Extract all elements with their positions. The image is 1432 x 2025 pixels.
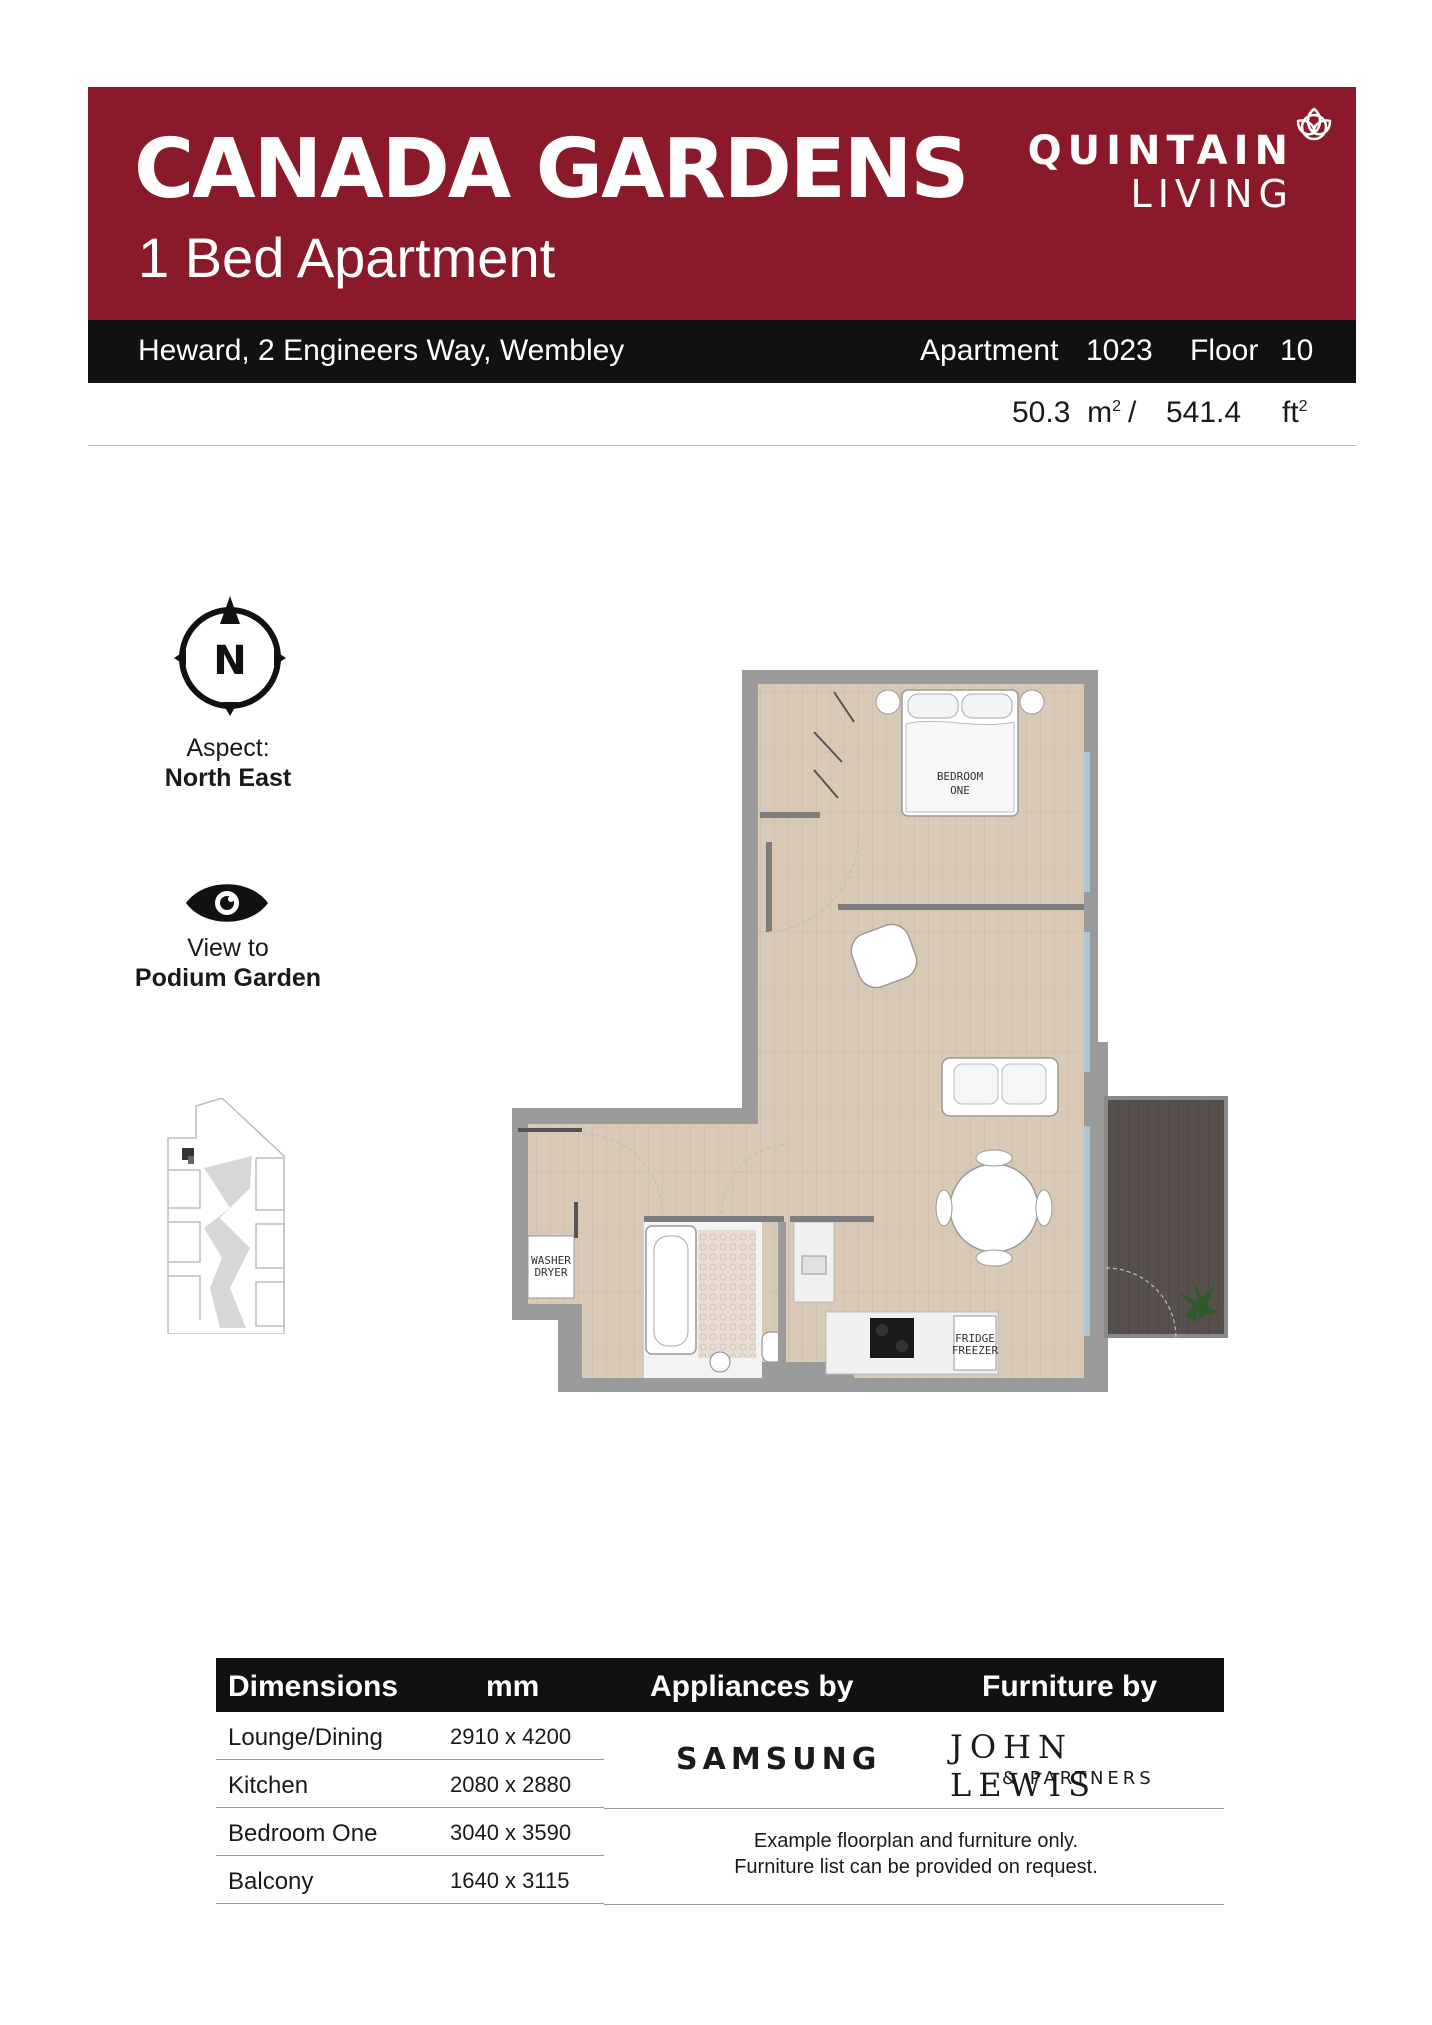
aspect-value: North East (164, 764, 292, 792)
john-lewis-logo: JOHN LEWIS (950, 1728, 1098, 1804)
header-divider (88, 445, 1356, 446)
area-sqft-unit: ft2 (1282, 396, 1308, 429)
header-mm: mm (486, 1670, 540, 1703)
site-key-plan (167, 1098, 285, 1334)
development-title: CANADA GARDENS (134, 122, 969, 217)
washer-label-line1: WASHER (531, 1254, 571, 1267)
location-bar: Heward, 2 Engineers Way, Wembley Apartme… (88, 320, 1356, 383)
apartment-number: 1023 (1086, 334, 1153, 367)
aspect-label: Aspect: (186, 734, 270, 762)
table-row: Kitchen 2080 x 2880 (216, 1760, 604, 1808)
floor-number: 10 (1280, 334, 1314, 367)
apartment-label: Apartment (920, 334, 1059, 367)
samsung-logo: SAMSUNG (676, 1742, 882, 1777)
view-value: Podium Garden (134, 964, 322, 992)
table-header: Dimensions mm Appliances by Furniture by (216, 1658, 1224, 1712)
compass-north-icon: N (174, 596, 286, 716)
brand-divider (604, 1808, 1224, 1809)
brand-name-bottom: LIVING (1130, 172, 1294, 216)
brand-name-top: QUINTAIN (1027, 128, 1294, 174)
area-sqm: 50.3 m2 (1012, 396, 1121, 429)
fridge-label-line1: FRIDGE (955, 1332, 995, 1345)
floor-label: Floor (1190, 334, 1259, 367)
disclaimer-line2: Furniture list can be provided on reques… (734, 1856, 1098, 1878)
fridge-label-line2: FREEZER (952, 1344, 999, 1357)
table-bottom-rule (604, 1904, 1224, 1905)
disclaimer-line1: Example floorplan and furniture only. (753, 1830, 1079, 1852)
eye-icon (186, 884, 268, 922)
washer-label-line2: DRYER (534, 1266, 567, 1279)
table-row: Bedroom One 3040 x 3590 (216, 1808, 604, 1856)
view-label: View to (187, 934, 269, 962)
header-banner: CANADA GARDENS 1 Bed Apartment QUINTAIN … (88, 87, 1356, 320)
apartment-floor-plan: FRIDGE FREEZER WASHER DRYER BEDROOM ONE (512, 670, 1228, 1392)
area-sqft: 541.4 (1166, 396, 1242, 429)
quintain-living-logo: QUINTAIN LIVING (1028, 131, 1294, 213)
bedroom-label-line2: ONE (950, 784, 970, 797)
compass-letter: N (213, 638, 246, 684)
header-appliances: Appliances by (650, 1670, 854, 1703)
john-lewis-partners: & PARTNERS (1002, 1768, 1155, 1789)
table-row: Lounge/Dining 2910 x 4200 (216, 1712, 604, 1760)
bedroom-label-line1: BEDROOM (937, 770, 984, 783)
unit-type: 1 Bed Apartment (138, 226, 556, 289)
header-dimensions: Dimensions (228, 1670, 399, 1703)
address: Heward, 2 Engineers Way, Wembley (138, 334, 625, 367)
header-furniture: Furniture by (982, 1670, 1158, 1703)
area-separator: / (1128, 396, 1137, 429)
trefoil-logo-icon (1296, 107, 1332, 141)
table-row: Balcony 1640 x 3115 (216, 1856, 604, 1904)
